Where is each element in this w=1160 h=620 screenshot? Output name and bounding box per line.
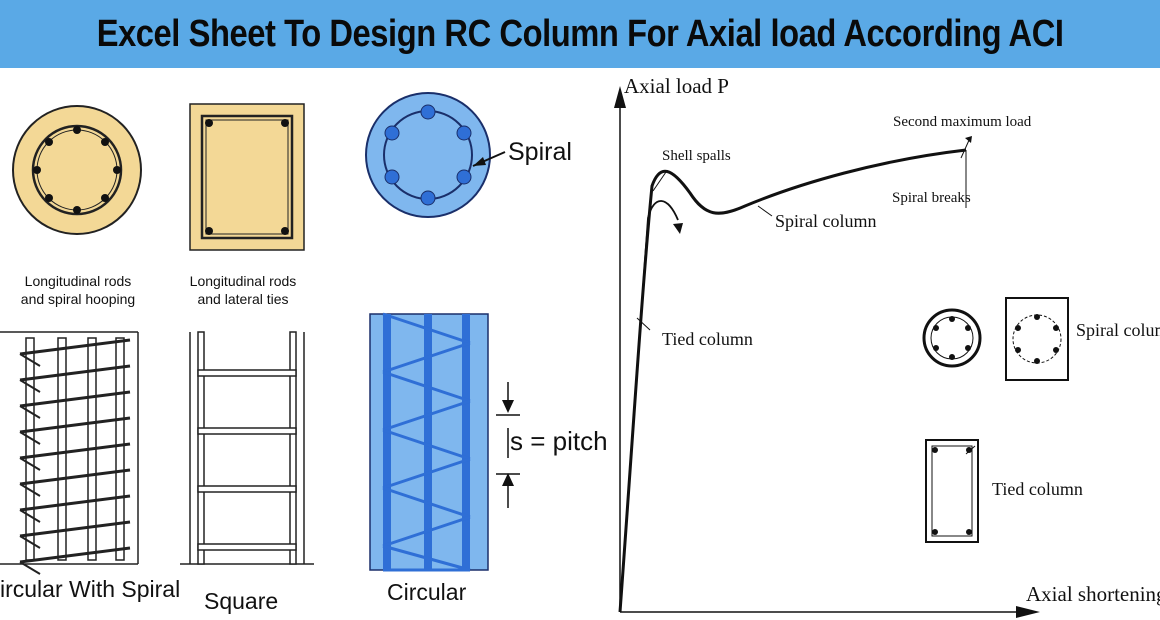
tied-column-elevation <box>180 331 314 565</box>
circular-caption-line2: and spiral hooping <box>20 291 136 307</box>
circular-caption-line1: Longitudinal rods <box>24 273 132 289</box>
spiral-column-annotation: Spiral column <box>775 211 877 231</box>
square-caption-line1: Longitudinal rods <box>189 273 297 289</box>
legend-tied-column-label: Tied column <box>992 479 1083 499</box>
graph-axes <box>614 86 1040 618</box>
square-section-caption: Longitudinal rods and lateral ties <box>180 272 306 308</box>
legend-tied-square-icon <box>925 439 979 543</box>
caption-circular-with-spiral: ircular With Spiral <box>0 576 181 602</box>
square-caption-line2: and lateral ties <box>197 291 289 307</box>
square-section-drawing <box>189 103 305 251</box>
circular-section-drawing <box>12 105 142 235</box>
page-title: Excel Sheet To Design RC Column For Axia… <box>96 12 1064 55</box>
blue-column-elevation <box>369 312 520 572</box>
legend-spiral-circle-icon <box>922 308 982 368</box>
tied-column-curve <box>619 200 679 613</box>
x-axis-label: Axial shortening <box>1026 582 1160 606</box>
shell-spalls-annotation: Shell spalls <box>662 148 731 164</box>
spiral-column-elevation <box>0 331 139 575</box>
blue-circular-section-drawing <box>365 92 506 218</box>
second-maximum-load-annotation: Second maximum load <box>893 114 1032 130</box>
caption-square: Square <box>204 588 279 614</box>
legend-spiral-square-icon <box>1005 297 1069 381</box>
spiral-breaks-annotation: Spiral breaks <box>892 190 971 206</box>
title-bar: Excel Sheet To Design RC Column For Axia… <box>0 0 1160 68</box>
diagram-svg <box>0 86 1069 618</box>
caption-circular: Circular <box>387 579 467 605</box>
tied-column-annotation: Tied column <box>662 329 753 349</box>
load-curves <box>618 136 972 613</box>
spiral-label: Spiral <box>508 138 572 166</box>
y-axis-label: Axial load P <box>624 74 729 98</box>
diagram-stage: Longitudinal rods and spiral hooping Lon… <box>0 68 1160 620</box>
legend-spiral-column-label: Spiral column <box>1076 320 1160 340</box>
pitch-label: s = pitch <box>510 426 608 456</box>
circular-section-caption: Longitudinal rods and spiral hooping <box>15 272 141 308</box>
